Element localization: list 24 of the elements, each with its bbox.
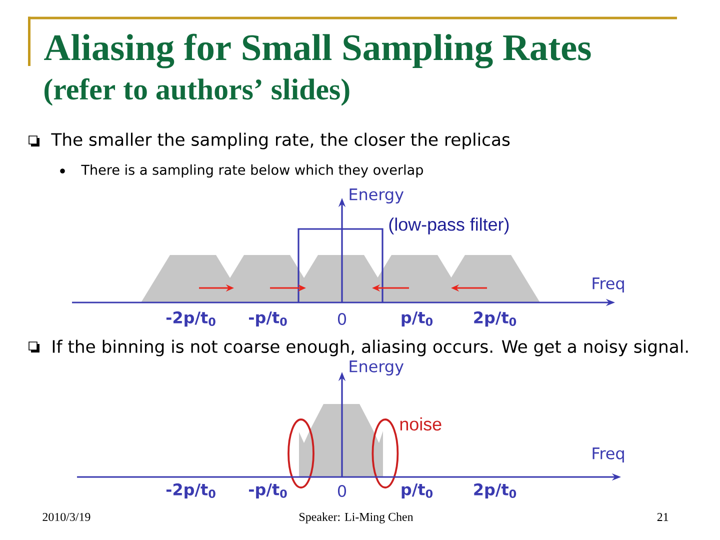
footer-date: 2010/3/19 [42,512,90,522]
tick-label: 2p/t$_{0}$ [474,483,516,499]
tick-label: -2p/t$_{0}$ [166,311,216,327]
tick-label: 2p/t$_{0}$ [474,311,516,327]
tick-label: 0 [338,312,346,326]
bullet-text: If the binning is not coarse enough, aliasing occurs. We get a noisy signal. [52,340,688,356]
tick-label: 0 [338,484,346,498]
axis-label: Freq [592,448,624,462]
tick-label: -p/t$_{0}$ [249,312,287,326]
bullet-text: There is a sampling rate below which they overlap [81,164,423,178]
annotation: (low-pass filter) [389,218,509,234]
axis-label: Freq [592,278,624,292]
footer-text: Speaker: Li-Ming Chen [300,512,414,524]
page-number: 21 [657,513,668,521]
annotation: noise [400,417,442,431]
axis-label: Energy [350,360,404,376]
tick-label: -2p/t$_{0}$ [166,483,216,499]
axis-label: Energy [350,188,404,204]
tick-label: p/t$_{0}$ [402,312,433,326]
bullet-text: The smaller the sampling rate, the closer the replicas [51,132,510,150]
slide-title: Aliasing for Small Sampling Rates [44,34,591,68]
tick-label: p/t$_{0}$ [402,484,433,498]
tick-label: -p/t$_{0}$ [249,484,287,498]
subtitle: (refer to authors’ slides) [44,78,350,106]
